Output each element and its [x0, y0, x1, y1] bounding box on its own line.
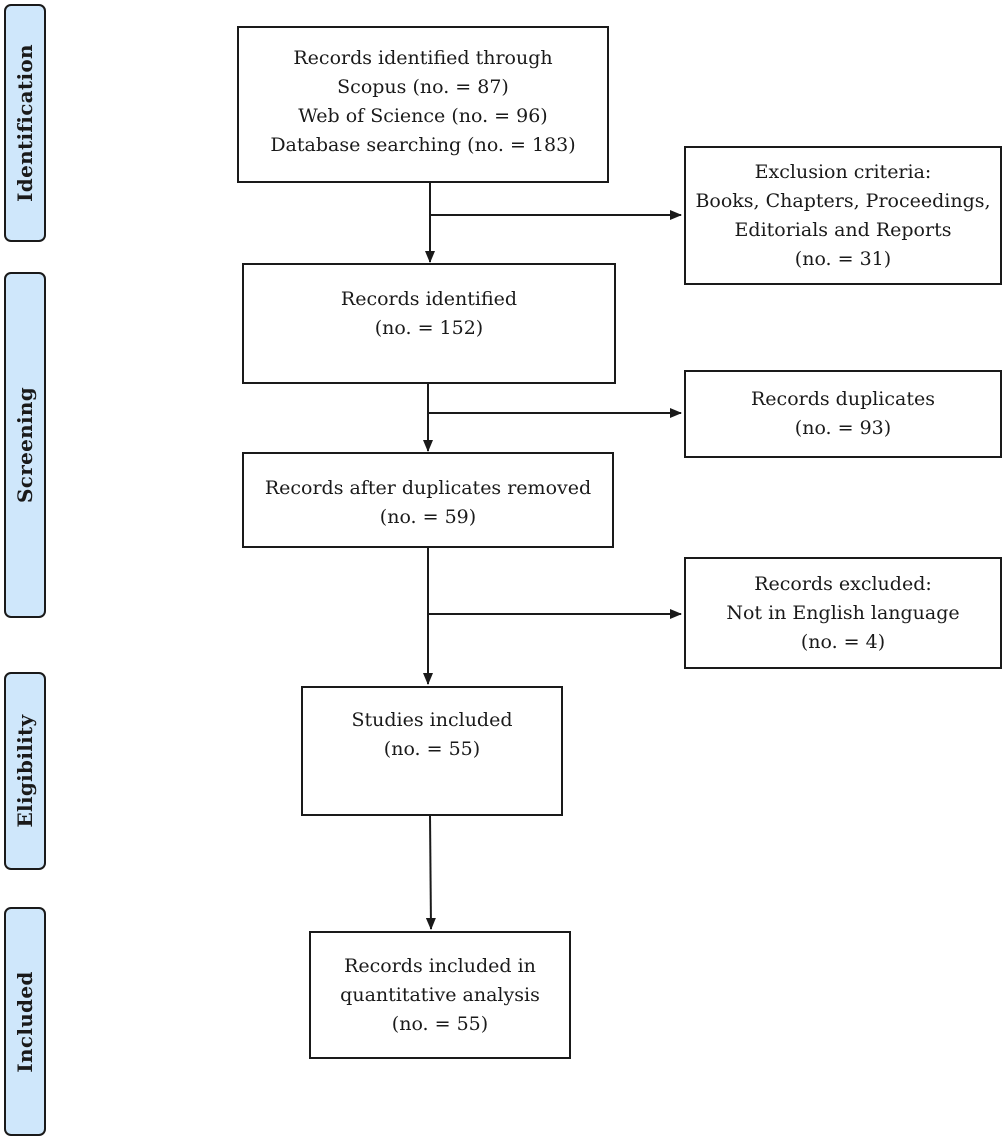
phase-screening: Screening: [4, 272, 46, 618]
box-exclusion-criteria: Exclusion criteria: Books, Chapters, Pro…: [684, 146, 1002, 285]
box-records-identified-through: Records identified through Scopus (no. =…: [237, 26, 609, 183]
studies-included-line-2: (no. = 55): [383, 738, 481, 760]
phase-eligibility: Eligibility: [4, 672, 46, 870]
box-records-identified: Records identified (no. = 152): [242, 263, 616, 384]
records-identified-through-line-1: Records identified through: [293, 47, 553, 69]
records-included-quantitative-line-3: (no. = 55): [391, 1012, 489, 1035]
records-after-duplicates-line-1: Records after duplicates removed: [264, 477, 592, 499]
box-studies-included: Studies included (no. = 55): [301, 686, 563, 816]
records-identified-line-1: Records identified: [340, 288, 518, 310]
records-after-duplicates-line-2: (no. = 59): [379, 506, 477, 528]
arrow-to-records-included-quantitative: [425, 814, 436, 930]
records-excluded-line-3: (no. = 4): [800, 630, 886, 653]
exclusion-criteria-line-2: Books, Chapters, Proceedings,: [695, 189, 991, 212]
records-duplicates-line-1: Records duplicates: [751, 388, 935, 410]
exclusion-criteria-line-4: (no. = 31): [794, 247, 892, 270]
records-identified-through-line-3: Web of Science (no. = 96): [298, 105, 548, 127]
phase-included: Included: [4, 907, 46, 1136]
records-identified-through-line-2: Scopus (no. = 87): [337, 76, 509, 98]
records-included-quantitative-line-2: quantitative analysis: [340, 983, 540, 1006]
studies-included-line-1: Studies included: [351, 709, 513, 731]
records-identified-line-2: (no. = 152): [374, 317, 484, 339]
exclusion-criteria-line-3: Editorials and Reports: [734, 218, 952, 241]
box-records-duplicates: Records duplicates (no. = 93): [684, 370, 1002, 458]
records-excluded-line-1: Records excluded:: [754, 572, 932, 595]
exclusion-criteria-line-1: Exclusion criteria:: [754, 160, 932, 183]
box-records-after-duplicates-removed: Records after duplicates removed (no. = …: [242, 452, 614, 548]
records-excluded-line-2: Not in English language: [726, 601, 960, 624]
box-records-included-quantitative: Records included in quantitative analysi…: [309, 931, 571, 1059]
records-duplicates-line-2: (no. = 93): [794, 417, 892, 439]
records-identified-through-line-4: Database searching (no. = 183): [270, 134, 576, 156]
records-included-quantitative-line-1: Records included in: [344, 954, 536, 977]
phase-identification: Identification: [4, 4, 46, 242]
box-records-excluded: Records excluded: Not in English languag…: [684, 557, 1002, 669]
